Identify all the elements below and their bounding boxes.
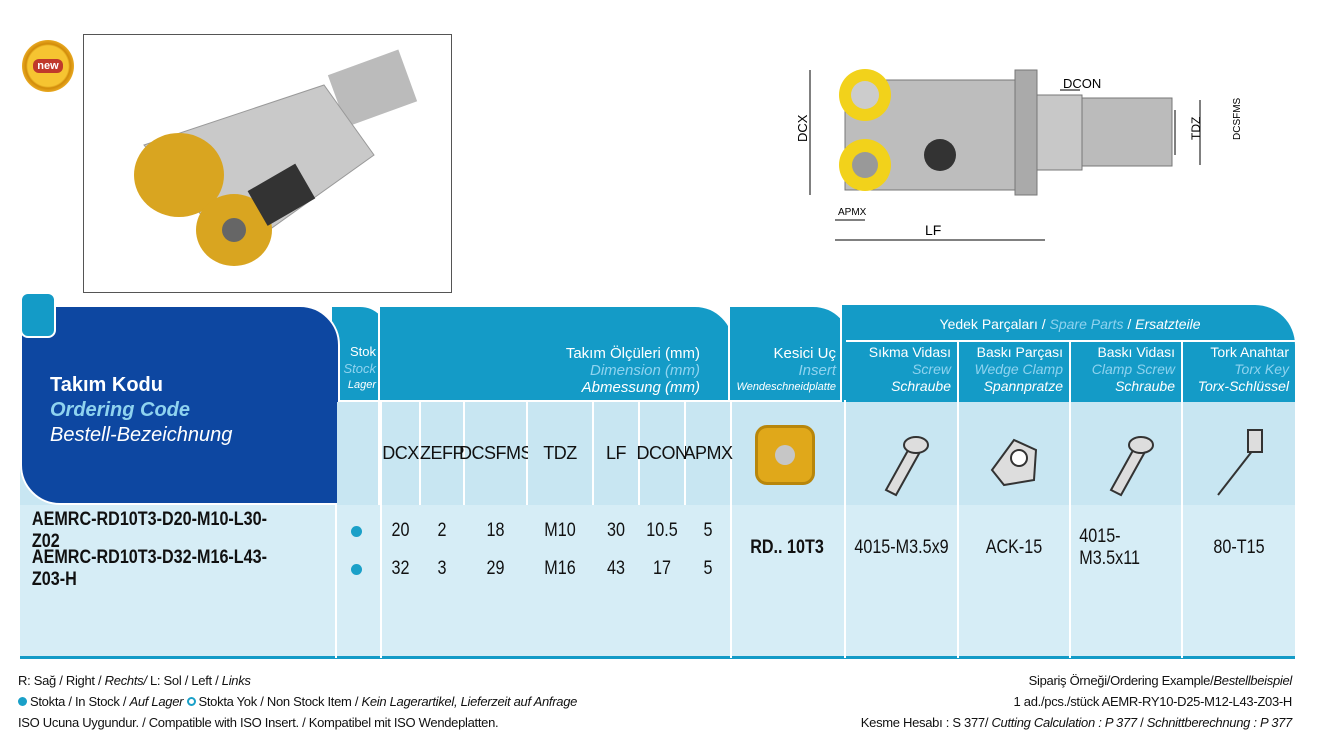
dim-col-header: DCON bbox=[637, 402, 688, 505]
dim-value: 17 bbox=[653, 558, 671, 579]
dim-value: 32 bbox=[391, 558, 410, 579]
table-row: AEMRC-RD10T3-D32-M16-L43-Z03-H 32 3 29 M16 4… bbox=[20, 547, 735, 590]
dimension-header: Takım Ölçüleri (mm)Dimension (mm)Abmessu… bbox=[565, 345, 700, 396]
tdz-label: TDZ bbox=[1189, 117, 1203, 140]
dcsfms-label: DCSFMS bbox=[1232, 97, 1243, 140]
new-badge: new bbox=[22, 40, 74, 92]
dim-value: 5 bbox=[703, 558, 713, 579]
apmx-label: APMX bbox=[838, 207, 867, 218]
tab-icon bbox=[20, 292, 56, 338]
dcon-label: DCON bbox=[1063, 76, 1101, 91]
spare-value: 4015-M3.5x11 bbox=[1079, 526, 1140, 569]
dim-col-header: ZEFP bbox=[420, 402, 465, 505]
footer-right: Sipariş Örneği/Ordering Example/Bestellb… bbox=[860, 673, 1293, 730]
footer-left: R: Sağ / Right / Rechts/ L: Sol / Left /… bbox=[18, 673, 578, 730]
dim-value: 43 bbox=[607, 558, 625, 579]
milling-tool-image bbox=[134, 49, 418, 266]
in-stock-icon bbox=[18, 697, 27, 706]
lf-label: LF bbox=[925, 222, 941, 238]
screw-icon bbox=[871, 420, 931, 500]
spare-value: 4015-M3.5x9 bbox=[854, 537, 949, 558]
spare-value: ACK-15 bbox=[985, 537, 1043, 558]
dim-value: 5 bbox=[703, 520, 713, 541]
dim-col-header: LF bbox=[594, 402, 640, 505]
dim-value: 20 bbox=[391, 520, 410, 541]
stock-col-cell bbox=[337, 402, 380, 505]
dim-value: 30 bbox=[607, 520, 625, 541]
insert-icon bbox=[755, 425, 815, 485]
dim-col-header: DCX bbox=[382, 402, 421, 505]
dim-value: M10 bbox=[544, 520, 576, 541]
spare-parts-header: Yedek Parçaları / Spare Parts / Ersatzte… bbox=[939, 316, 1201, 332]
dcx-label: DCX bbox=[795, 114, 810, 142]
in-stock-icon bbox=[351, 564, 362, 575]
ordering-code: AEMRC-RD10T3-D32-M16-L43-Z03-H bbox=[31, 547, 268, 590]
ordering-code-header: Takım Kodu Ordering Code Bestell-Bezeich… bbox=[20, 305, 340, 505]
dim-value: 2 bbox=[437, 520, 447, 541]
in-stock-icon bbox=[351, 526, 362, 537]
dim-col-header: APMX bbox=[684, 402, 733, 505]
clamp-screw-icon bbox=[1096, 420, 1156, 500]
ordering-code: AEMRC-RD10T3-D20-M10-L30-Z02 bbox=[31, 509, 268, 552]
dim-value: 29 bbox=[486, 558, 505, 579]
dim-value: M16 bbox=[544, 558, 576, 579]
dim-value: 18 bbox=[486, 520, 505, 541]
product-photo bbox=[83, 34, 452, 293]
table-row: AEMRC-RD10T3-D20-M10-L30-Z02 20 2 18 M10 30 1… bbox=[20, 509, 735, 552]
non-stock-icon bbox=[186, 697, 196, 706]
wedge-clamp-icon bbox=[984, 420, 1044, 500]
dim-value: 3 bbox=[437, 558, 447, 579]
dim-col-header: DCSFMS bbox=[459, 402, 533, 505]
torx-key-icon bbox=[1208, 420, 1268, 500]
spare-value: 80-T15 bbox=[1213, 537, 1265, 558]
insert-value: RD.. 10T3 bbox=[750, 537, 824, 558]
dim-value: 10.5 bbox=[646, 520, 678, 541]
dim-col-header: TDZ bbox=[528, 402, 594, 505]
technical-drawing: DCX DCON TDZ DCSFMS APMX LF bbox=[795, 69, 1243, 241]
